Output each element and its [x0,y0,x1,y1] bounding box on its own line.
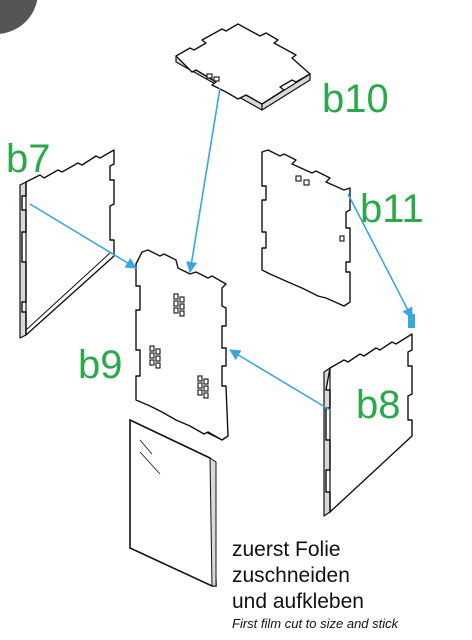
arrow-b7-to-b9 [29,203,137,269]
step-badge [0,0,38,34]
panel-b10 [175,23,311,111]
label-b8: b8 [356,383,401,427]
label-b11: b11 [360,187,424,231]
panel-b11 [261,149,351,307]
film-sheet [129,418,217,587]
label-b7: b7 [6,137,51,181]
instruction-note: zuerst Folie zuschneiden und aufkleben F… [232,538,400,631]
label-b9: b9 [78,343,123,387]
arrow-b8-to-b9 [229,349,331,411]
panel-b7 [19,149,115,339]
slot-group-left [149,345,161,369]
slot-group-top [173,293,185,317]
assembly-arrows [29,87,413,411]
label-b10: b10 [322,77,389,121]
arrow-b10-to-b9 [186,87,221,274]
note-line-2: zuschneiden [232,564,350,587]
slot-group-right [197,375,209,399]
panel-b9 [135,249,229,441]
note-line-3: und aufkleben [232,590,364,613]
arrow-b11-to-b8 [347,193,413,319]
note-english: First film cut to size and stick [232,616,400,631]
panel-b8 [323,314,415,517]
note-line-1: zuerst Folie [232,538,341,561]
